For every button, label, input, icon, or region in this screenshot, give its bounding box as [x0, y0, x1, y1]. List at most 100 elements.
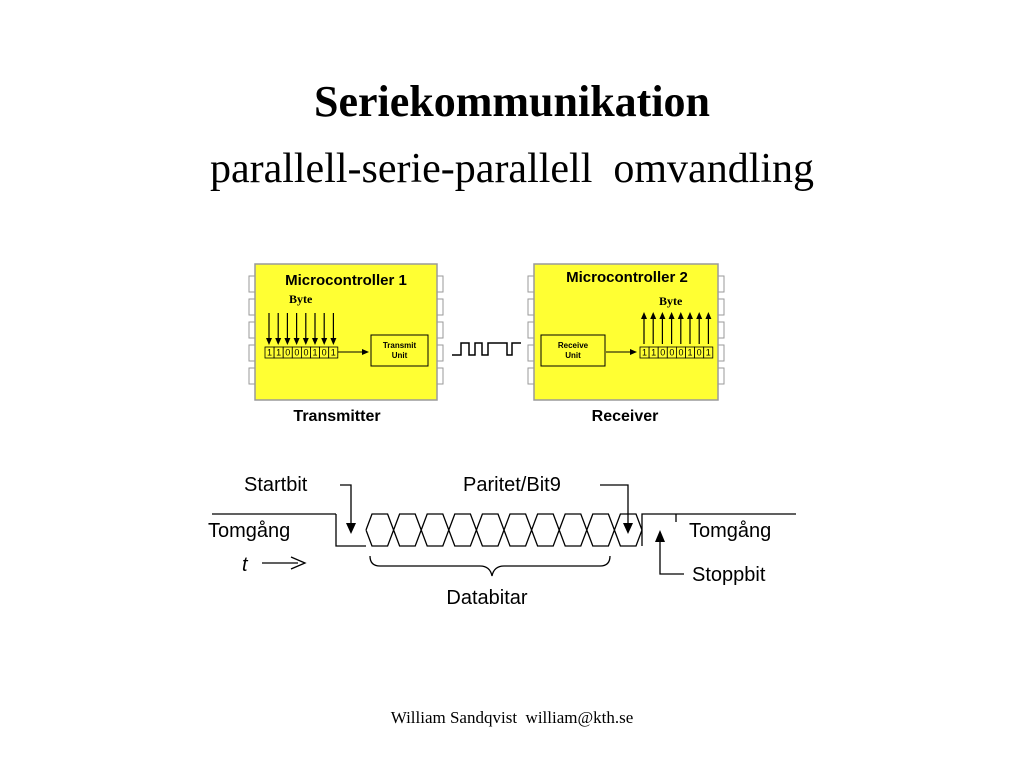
bit-value: 1 — [688, 348, 693, 358]
chip-pin — [717, 367, 725, 385]
stopbit-label: Stoppbit — [692, 564, 766, 586]
byte-arrows — [641, 312, 712, 344]
slide-subtitle: parallell-serie-parallell omvandling — [209, 146, 815, 192]
arrow-down-icon — [321, 313, 328, 345]
chip-pin — [527, 344, 535, 362]
bit-value: 0 — [322, 348, 327, 358]
chip-pin — [717, 298, 725, 316]
bit-cell — [703, 346, 714, 359]
start-bit-signal — [335, 514, 366, 547]
arrow-down-icon — [284, 313, 291, 345]
arrow-up-icon — [655, 530, 665, 542]
chip-pin — [248, 275, 256, 293]
bit-value: 1 — [267, 348, 272, 358]
chip-pin — [248, 367, 256, 385]
chip-pin — [527, 275, 535, 293]
bit-value: 1 — [706, 348, 711, 358]
arrow-up-icon — [687, 312, 693, 344]
receive-unit-label: Receive — [558, 341, 589, 350]
timing-diagram: Startbit Paritet/Bit9 Tomgång Tomgång t … — [208, 474, 796, 609]
bit-value: 0 — [678, 348, 683, 358]
bit-value: 1 — [276, 348, 281, 358]
arrow-right-icon — [290, 556, 307, 570]
receive-unit-label: Unit — [565, 351, 581, 360]
parity-label: Paritet/Bit9 — [463, 474, 561, 496]
chip-pin — [717, 275, 725, 293]
byte-label: Byte — [659, 294, 683, 308]
byte-label: Byte — [289, 292, 313, 306]
startbit-label: Startbit — [244, 474, 308, 496]
idle-label-right: Tomgång — [689, 520, 771, 542]
transmit-unit-box — [370, 334, 429, 367]
chip-pin — [527, 298, 535, 316]
time-label: t — [242, 554, 249, 576]
arrow-head-icon — [630, 349, 637, 355]
bit-value: 1 — [313, 348, 318, 358]
idle-label-left: Tomgång — [208, 520, 290, 542]
arrow-down-icon — [330, 313, 337, 345]
arrow-down-icon — [266, 313, 272, 345]
bit-value: 0 — [660, 348, 665, 358]
chip-pin — [527, 367, 535, 385]
databits-brace — [369, 555, 611, 577]
bit-value: 1 — [331, 348, 336, 358]
arrow-up-icon — [659, 312, 666, 344]
chip-pin — [436, 367, 444, 385]
slide-footer: William Sandqvist william@kth.se — [390, 708, 634, 727]
data-bits-signal — [365, 513, 643, 547]
chip-pin — [436, 344, 444, 362]
bit-value: 1 — [642, 348, 647, 358]
arrow-down-icon — [293, 313, 300, 345]
arrow-head-icon — [362, 349, 369, 355]
arrow-down-icon — [302, 313, 309, 345]
bit-value: 1 — [651, 348, 656, 358]
bit-value: 0 — [669, 348, 674, 358]
chip-pin — [717, 344, 725, 362]
arrow-down-icon — [312, 313, 318, 345]
bit-value: 0 — [285, 348, 290, 358]
chip-pin — [248, 298, 256, 316]
bit-value: 0 — [303, 348, 308, 358]
stop-bit-signal — [641, 513, 796, 546]
chip-pin — [717, 321, 725, 339]
receiver-caption: Receiver — [592, 408, 659, 425]
chip-pin — [436, 321, 444, 339]
parity-pointer — [600, 484, 629, 526]
arrow-down-icon — [346, 523, 356, 534]
databits-label: Databitar — [446, 587, 527, 609]
arrow-down-icon — [623, 523, 633, 534]
arrow-up-icon — [705, 312, 712, 344]
slide-title: Seriekommunikation — [313, 77, 711, 126]
chip-pin — [436, 275, 444, 293]
chip-pin — [527, 321, 535, 339]
arrow-up-icon — [650, 312, 657, 344]
receive-unit-box — [540, 334, 606, 367]
bit-value: 0 — [294, 348, 299, 358]
transmit-unit-label: Transmit — [383, 341, 417, 350]
chip-pin — [248, 344, 256, 362]
startbit-pointer — [340, 484, 352, 526]
byte-arrows — [266, 313, 337, 345]
chip-pin — [436, 298, 444, 316]
chip-body — [533, 263, 719, 401]
arrow-up-icon — [641, 312, 647, 344]
bit-value: 0 — [697, 348, 702, 358]
chip-body — [254, 263, 438, 401]
bit-cell — [328, 346, 339, 359]
arrow-up-icon — [696, 312, 703, 344]
arrow-up-icon — [668, 312, 675, 344]
chip-name: Microcontroller 1 — [285, 272, 407, 289]
transmitter-caption: Transmitter — [293, 408, 380, 425]
arrow-down-icon — [275, 313, 282, 345]
stopbit-pointer — [659, 541, 684, 575]
arrow-up-icon — [677, 312, 684, 344]
chip-name: Microcontroller 2 — [566, 269, 688, 286]
transmit-unit-label: Unit — [392, 351, 408, 360]
serial-signal-waveform — [452, 342, 521, 356]
chip-pin — [248, 321, 256, 339]
